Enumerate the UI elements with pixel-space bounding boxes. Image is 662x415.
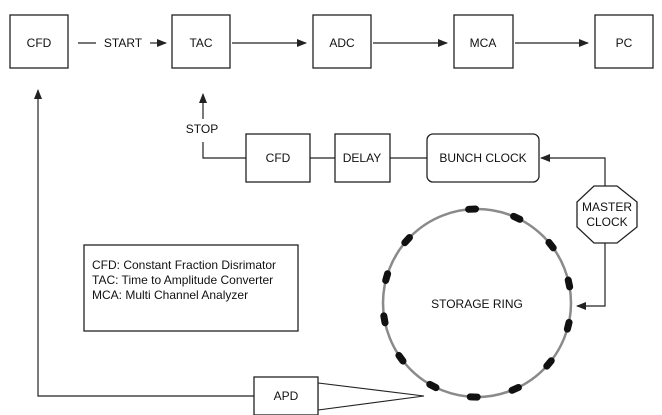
ring-bunches	[380, 205, 574, 401]
edge-stop-horizontal	[202, 142, 246, 159]
node-master-clock: MASTER CLOCK	[576, 185, 638, 244]
node-bunch-clock: BUNCH CLOCK	[426, 133, 540, 183]
node-tac-label: TAC	[189, 36, 212, 50]
ring-bunch	[401, 234, 413, 247]
storage-ring-label: STORAGE RING	[431, 297, 523, 311]
legend-line: MCA: Multi Channel Analyzer	[92, 288, 248, 302]
node-mca-label: MCA	[470, 36, 497, 50]
connectors	[34, 39, 606, 397]
node-pc-label: PC	[616, 36, 633, 50]
node-delay-label: DELAY	[343, 151, 381, 165]
edge-label-stop: STOP	[186, 122, 218, 136]
ring-bunch	[564, 276, 574, 291]
storage-ring-group: STORAGE RING	[380, 205, 574, 401]
edge-apd-to-cfd	[34, 89, 254, 397]
edge-label-start: START	[104, 36, 143, 50]
node-mca: MCA	[453, 14, 514, 69]
legend-line: CFD: Constant Fraction Disrimator	[92, 258, 276, 272]
node-apd: APD	[253, 376, 319, 415]
ring-bunch	[395, 351, 407, 365]
node-cfd-mid: CFD	[245, 133, 311, 183]
node-bunch-clock-label: BUNCH CLOCK	[439, 151, 526, 165]
ring-bunch	[543, 357, 555, 370]
node-adc-label: ADC	[329, 36, 355, 50]
node-delay: DELAY	[334, 133, 391, 183]
beamline-wedge	[317, 382, 425, 411]
ring-bunch	[380, 312, 389, 327]
ring-bunch	[563, 318, 573, 333]
node-master-clock-label-1: MASTER	[582, 200, 632, 214]
ring-bunch	[510, 212, 524, 223]
legend: CFD: Constant Fraction Disrimator TAC: T…	[83, 244, 299, 332]
node-cfd-mid-label: CFD	[266, 151, 291, 165]
node-cfd-top: CFD	[9, 14, 69, 69]
legend-line: TAC: Time to Amplitude Converter	[92, 273, 273, 287]
node-apd-label: APD	[274, 389, 299, 403]
legend-box	[83, 244, 299, 332]
ring-bunch	[545, 238, 557, 252]
node-cfd-top-label: CFD	[27, 36, 52, 50]
ring-bunch	[508, 383, 522, 394]
edge-master-to-ring	[576, 243, 606, 310]
node-master-clock-label-2: CLOCK	[586, 215, 627, 229]
node-tac: TAC	[171, 14, 231, 69]
ring-bunch	[426, 380, 440, 392]
ring-bunch	[382, 270, 392, 284]
ring-bunch	[465, 205, 480, 213]
node-pc: PC	[594, 14, 654, 69]
edge-master-to-bunch	[540, 154, 606, 186]
node-adc: ADC	[312, 14, 372, 69]
ring-bunch	[466, 393, 481, 401]
